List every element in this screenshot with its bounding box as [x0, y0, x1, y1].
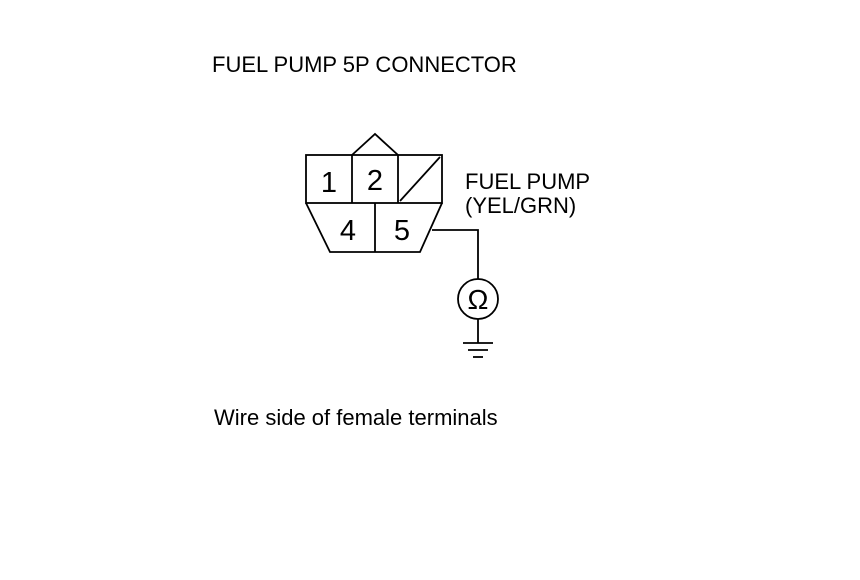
test-lead-wire [432, 229, 479, 279]
pin-2-label: 2 [367, 165, 383, 197]
connector-housing [305, 132, 443, 253]
pin-5-label: 5 [394, 215, 410, 247]
pin-4-label: 4 [340, 215, 356, 247]
ohmmeter-icon: Ω [457, 278, 499, 320]
diagram-title: FUEL PUMP 5P CONNECTOR [212, 52, 517, 77]
connector-bottom-row [305, 202, 443, 253]
diagram-caption: Wire side of female terminals [214, 405, 498, 430]
connector-latch [351, 132, 399, 156]
ground-icon [463, 342, 493, 358]
connector-top-row [305, 154, 443, 204]
wire-label-name: FUEL PUMP [465, 169, 590, 194]
pin-1-label: 1 [321, 167, 337, 199]
ohm-symbol: Ω [468, 284, 489, 315]
wire-label-color: (YEL/GRN) [465, 193, 576, 218]
unused-pin-slash [399, 156, 441, 202]
